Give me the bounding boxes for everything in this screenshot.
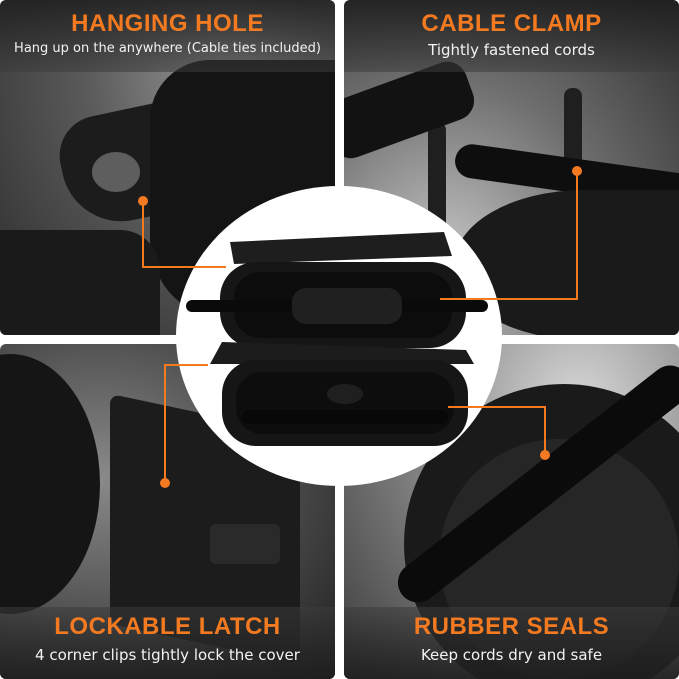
- lockable-latch-subtitle: 4 corner clips tightly lock the cover: [35, 646, 300, 664]
- cable-clamp-panel: CABLE CLAMP Tightly fastened cords: [344, 0, 679, 335]
- box-lid-image: [0, 354, 100, 614]
- hanging-hole-connector: [142, 201, 144, 267]
- lockable-latch-connector: [164, 364, 208, 366]
- cable-clamp-connector: [576, 171, 578, 299]
- clamp-post-image: [428, 122, 446, 242]
- hanging-hole-title: HANGING HOLE: [71, 10, 264, 37]
- cable-clamp-subtitle: Tightly fastened cords: [428, 41, 595, 59]
- hanging-hole-image: [92, 152, 140, 192]
- lockable-latch-marker: [160, 478, 170, 488]
- rubber-seals-marker: [540, 450, 550, 460]
- cable-plug-image: [344, 56, 480, 164]
- product-center-image: [182, 214, 492, 454]
- rubber-seals-connector: [544, 406, 546, 454]
- cable-clamp-title: CABLE CLAMP: [421, 10, 602, 37]
- hanging-hole-panel: HANGING HOLE Hang up on the anywhere (Ca…: [0, 0, 335, 335]
- rubber-seals-connector: [448, 406, 546, 408]
- latch-ridge-image: [210, 524, 280, 564]
- lockable-latch-connector: [164, 364, 166, 482]
- rubber-seals-title: RUBBER SEALS: [413, 613, 610, 640]
- hanging-hole-subtitle: Hang up on the anywhere (Cable ties incl…: [14, 41, 321, 56]
- box-base-image: [0, 230, 160, 335]
- cable-clamp-connector: [440, 298, 578, 300]
- lockable-latch-title: LOCKABLE LATCH: [54, 613, 281, 640]
- rubber-seals-subtitle: Keep cords dry and safe: [420, 646, 603, 664]
- hanging-hole-connector: [142, 266, 226, 268]
- cord-box-illustration: [186, 232, 488, 446]
